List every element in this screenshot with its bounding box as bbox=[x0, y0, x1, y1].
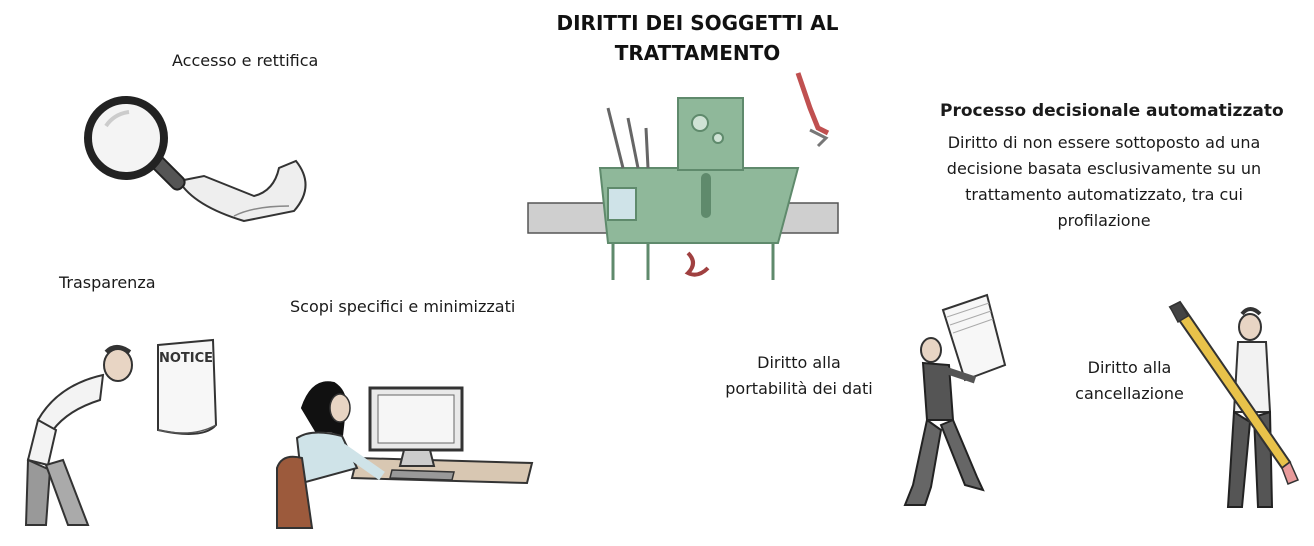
label-erasure: Diritto alla cancellazione bbox=[1075, 358, 1184, 403]
label-automated-desc: Diritto di non essere sottoposto ad una … bbox=[946, 133, 1262, 230]
person-with-pencil-illustration bbox=[1168, 300, 1305, 517]
machine-illustration bbox=[527, 68, 839, 280]
label-access: Accesso e rettifica bbox=[172, 51, 319, 70]
label-purposes: Scopi specifici e minimizzati bbox=[290, 297, 516, 316]
woman-at-computer-illustration bbox=[272, 358, 542, 529]
man-reading-notice-illustration: NOTICE bbox=[18, 330, 223, 526]
man-carrying-papers-illustration bbox=[903, 293, 1010, 510]
magnifier-arm-illustration bbox=[84, 96, 324, 256]
label-transparency: Trasparenza bbox=[59, 273, 156, 292]
label-portability: Diritto alla portabilità dei dati bbox=[725, 353, 873, 398]
label-automated-title: Processo decisionale automatizzato bbox=[940, 101, 1284, 121]
page-title: DIRITTI DEI SOGGETTI AL TRATTAMENTO bbox=[556, 11, 839, 65]
notice-sign-text: NOTICE bbox=[159, 351, 213, 366]
